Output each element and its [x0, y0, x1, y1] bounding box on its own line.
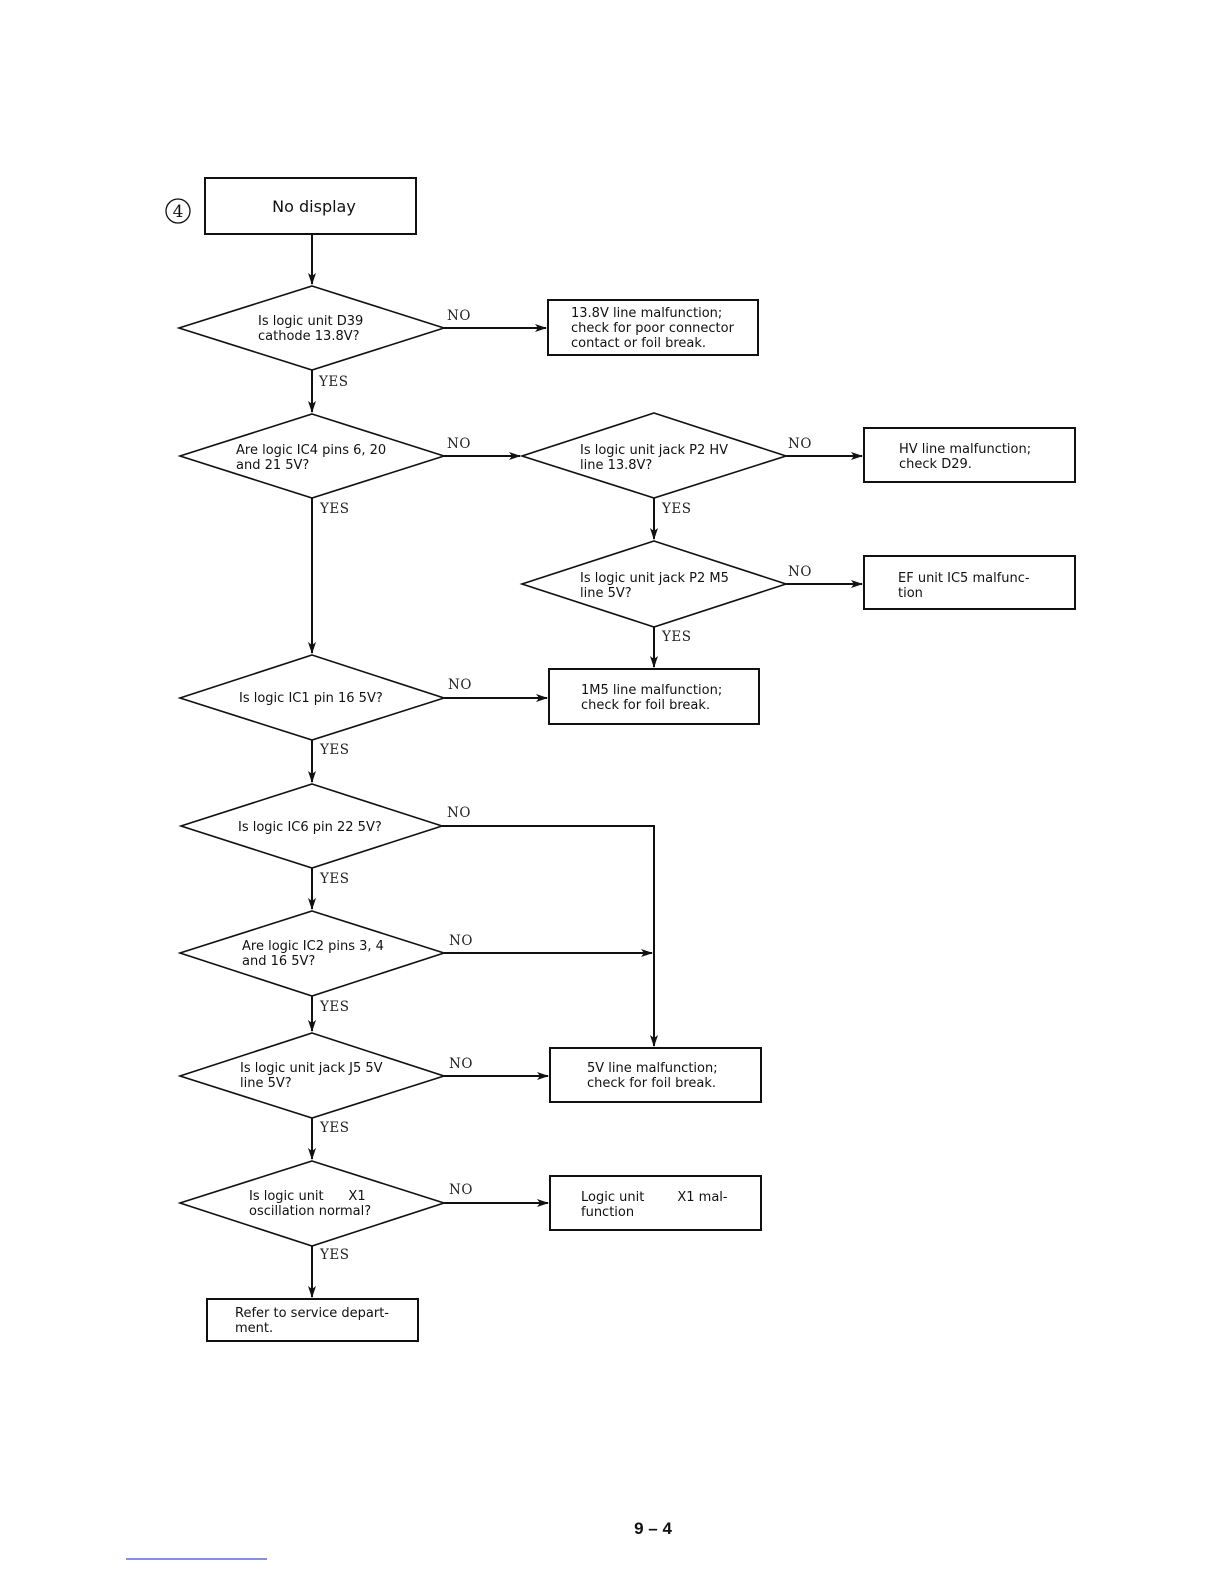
svg-text:HV line malfunction;: HV line malfunction;: [899, 442, 1031, 457]
no-label: NO: [788, 436, 812, 452]
no-label: NO: [449, 1056, 473, 1072]
no-label: NO: [447, 805, 471, 821]
yes-label: YES: [319, 1120, 350, 1136]
svg-text:check for foil break.: check for foil break.: [581, 698, 710, 713]
branch-labels: NO YES NO NO YES YES NO YES NO YES NO YE…: [318, 308, 812, 1263]
decision-p2-m5: Is logic unit jack P2 M5 line 5V?: [519, 540, 789, 628]
svg-text:Is logic unit jack J5 5V: Is logic unit jack J5 5V: [240, 1061, 383, 1076]
decision-ic2-pins: Are logic IC2 pins 3, 4 and 16 5V?: [177, 910, 447, 997]
no-connectors: [442, 324, 863, 1207]
svg-text:Is logic unit D39: Is logic unit D39: [258, 314, 363, 329]
svg-text:and 21 5V?: and 21 5V?: [236, 458, 309, 473]
section-marker: 4: [165, 198, 191, 224]
svg-text:1M5 line malfunction;: 1M5 line malfunction;: [581, 683, 722, 698]
decision-ic4-pins: Are logic IC4 pins 6, 20 and 21 5V?: [177, 413, 447, 499]
decision-j5-5v: Is logic unit jack J5 5V line 5V?: [177, 1032, 447, 1119]
result-service-department: Refer to service depart- ment.: [206, 1298, 419, 1342]
no-label: NO: [447, 436, 471, 452]
svg-text:check for poor connector: check for poor connector: [571, 321, 735, 336]
yes-label: YES: [661, 501, 692, 517]
svg-text:Is logic unit jack P2 M5: Is logic unit jack P2 M5: [580, 571, 729, 586]
yes-label: YES: [319, 1247, 350, 1263]
no-label: NO: [449, 933, 473, 949]
svg-text:line 13.8V?: line 13.8V?: [580, 458, 652, 473]
yes-label: YES: [318, 374, 349, 390]
decision-ic1-pin16: Is logic IC1 pin 16 5V?: [177, 654, 447, 741]
svg-text:13.8V line malfunction;: 13.8V line malfunction;: [571, 306, 722, 321]
svg-text:contact or foil break.: contact or foil break.: [571, 336, 706, 351]
svg-text:tion: tion: [898, 586, 923, 601]
svg-text:ment.: ment.: [235, 1321, 273, 1336]
no-label: NO: [448, 677, 472, 693]
no-label: NO: [447, 308, 471, 324]
yes-label: YES: [319, 742, 350, 758]
svg-text:Is logic unit jack P2 HV: Is logic unit jack P2 HV: [580, 443, 728, 458]
result-x1-malfunction: Logic unit X1 mal- function: [549, 1175, 762, 1231]
start-node-no-display: No display: [204, 177, 417, 235]
decision-ic6-pin22: Is logic IC6 pin 22 5V?: [178, 783, 445, 869]
svg-text:Logic unit X1 mal-: Logic unit X1 mal-: [581, 1190, 728, 1205]
svg-text:cathode 13.8V?: cathode 13.8V?: [258, 329, 360, 344]
svg-text:Are logic IC4 pins 6, 20: Are logic IC4 pins 6, 20: [236, 443, 386, 458]
svg-text:function: function: [581, 1205, 634, 1220]
svg-text:line 5V?: line 5V?: [580, 586, 632, 601]
yes-label: YES: [319, 871, 350, 887]
svg-text:line 5V?: line 5V?: [240, 1076, 292, 1091]
svg-text:check for foil break.: check for foil break.: [587, 1076, 716, 1091]
svg-text:Is logic unit X1: Is logic unit X1: [249, 1189, 366, 1204]
svg-text:Are logic IC2 pins 3, 4: Are logic IC2 pins 3, 4: [242, 939, 384, 954]
result-13-8v-line: 13.8V line malfunction; check for poor c…: [547, 299, 759, 356]
yes-connectors: [308, 234, 658, 1298]
no-label: NO: [788, 564, 812, 580]
decision-d39-cathode: Is logic unit D39 cathode 13.8V?: [176, 285, 447, 371]
page-number: 9 – 4: [634, 1519, 672, 1538]
no-label: NO: [449, 1182, 473, 1198]
svg-text:Is logic IC1 pin 16 5V?: Is logic IC1 pin 16 5V?: [239, 691, 383, 706]
svg-text:5V line malfunction;: 5V line malfunction;: [587, 1061, 718, 1076]
result-1m5-line: 1M5 line malfunction; check for foil bre…: [548, 668, 760, 725]
yes-label: YES: [661, 629, 692, 645]
yes-label: YES: [319, 999, 350, 1015]
svg-text:check D29.: check D29.: [899, 457, 972, 472]
svg-text:and 16 5V?: and 16 5V?: [242, 954, 315, 969]
svg-text:EF unit IC5 malfunc-: EF unit IC5 malfunc-: [898, 571, 1030, 586]
svg-text:Is logic IC6 pin 22 5V?: Is logic IC6 pin 22 5V?: [238, 820, 382, 835]
result-hv-line: HV line malfunction; check D29.: [863, 427, 1076, 483]
svg-text:No display: No display: [272, 197, 356, 216]
result-5v-line: 5V line malfunction; check for foil brea…: [549, 1047, 762, 1103]
result-ef-ic5: EF unit IC5 malfunc- tion: [863, 555, 1076, 610]
decision-x1-oscillation: Is logic unit X1 oscillation normal?: [177, 1160, 447, 1247]
svg-text:4: 4: [173, 202, 184, 222]
decision-p2-hv: Is logic unit jack P2 HV line 13.8V?: [519, 412, 789, 499]
svg-text:Refer to service depart-: Refer to service depart-: [235, 1306, 389, 1321]
svg-text:oscillation normal?: oscillation normal?: [249, 1204, 371, 1219]
yes-label: YES: [319, 501, 350, 517]
